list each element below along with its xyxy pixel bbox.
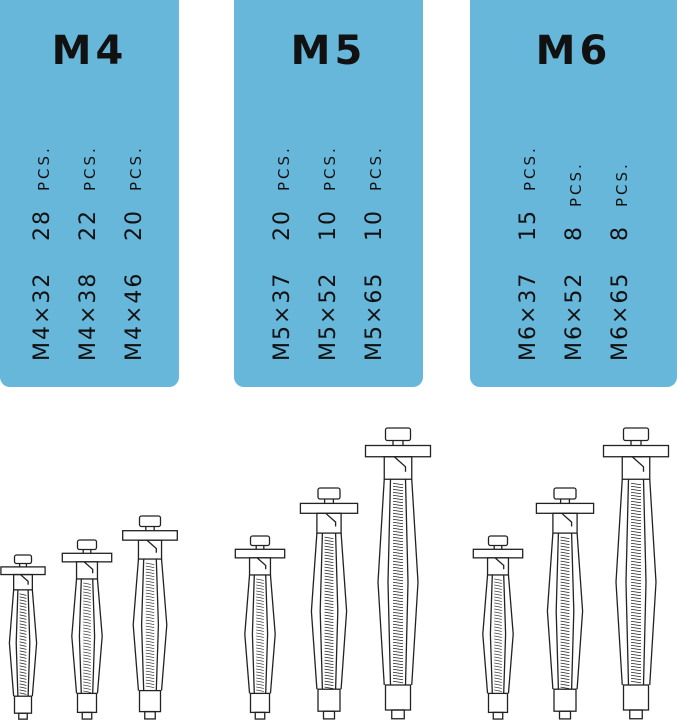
spec-unit: PCS.: [81, 145, 99, 191]
spec-size: M4×32: [30, 271, 55, 361]
spec-unit: PCS.: [567, 161, 585, 207]
spec-qty: 8: [608, 225, 633, 241]
spec-unit: PCS.: [275, 145, 293, 191]
spec-qty: 20: [270, 209, 295, 241]
spec-unit: PCS.: [127, 145, 145, 191]
spec-size: M6×65: [608, 271, 633, 361]
anchor-drawing: [535, 487, 595, 720]
anchor-drawing: [61, 539, 113, 720]
spec-unit: PCS.: [521, 145, 539, 191]
spec-size: M6×52: [562, 271, 587, 361]
spec-qty: 15: [516, 209, 541, 241]
spec-m4x46: M4×46 20 PCS.: [120, 101, 150, 361]
spec-size: M4×46: [122, 271, 147, 361]
anchor-drawing: [602, 427, 670, 720]
spec-m6x37: M6×37 15 PCS.: [514, 101, 544, 361]
spec-qty: 10: [362, 209, 387, 241]
spec-size: M5×65: [362, 271, 387, 361]
anchor-drawing: [472, 535, 524, 720]
card-m6: M6 M6×37 15 PCS. M6×52 8 PCS. M6×65 8 PCS.: [470, 0, 677, 387]
group-title: M4: [51, 28, 128, 74]
spec-m4x38: M4×38 22 PCS.: [74, 101, 104, 361]
spec-qty: 22: [76, 209, 101, 241]
spec-size: M6×37: [516, 271, 541, 361]
anchor-drawing: [299, 487, 359, 720]
spec-unit: PCS.: [321, 145, 339, 191]
spec-m5x65: M5×65 10 PCS.: [360, 101, 390, 361]
anchor-drawing: [364, 427, 432, 720]
spec-m6x52: M6×52 8 PCS.: [560, 101, 590, 361]
spec-qty: 8: [562, 225, 587, 241]
spec-unit: PCS.: [367, 145, 385, 191]
spec-qty: 10: [316, 209, 341, 241]
anchor-drawing: [234, 535, 286, 720]
group-title: M6: [535, 28, 612, 74]
spec-m5x37: M5×37 20 PCS.: [268, 101, 298, 361]
spec-m5x52: M5×52 10 PCS.: [314, 101, 344, 361]
spec-unit: PCS.: [35, 145, 53, 191]
group-title: M5: [290, 28, 367, 74]
spec-m4x32: M4×32 28 PCS.: [28, 101, 58, 361]
spec-size: M4×38: [76, 271, 101, 361]
spec-size: M5×37: [270, 271, 295, 361]
card-m5: M5 M5×37 20 PCS. M5×52 10 PCS. M5×65 10 PCS…: [234, 0, 423, 387]
anchor-drawing: [122, 515, 178, 720]
spec-unit: PCS.: [613, 161, 631, 207]
anchor-drawing: [0, 554, 46, 720]
spec-qty: 20: [122, 209, 147, 241]
spec-size: M5×52: [316, 271, 341, 361]
card-m4: M4 M4×32 28 PCS. M4×38 22 PCS. M4×46 20 PCS…: [0, 0, 179, 387]
spec-m6x65: M6×65 8 PCS.: [606, 101, 636, 361]
anchor-illustrations: [0, 427, 670, 720]
spec-qty: 28: [30, 209, 55, 241]
